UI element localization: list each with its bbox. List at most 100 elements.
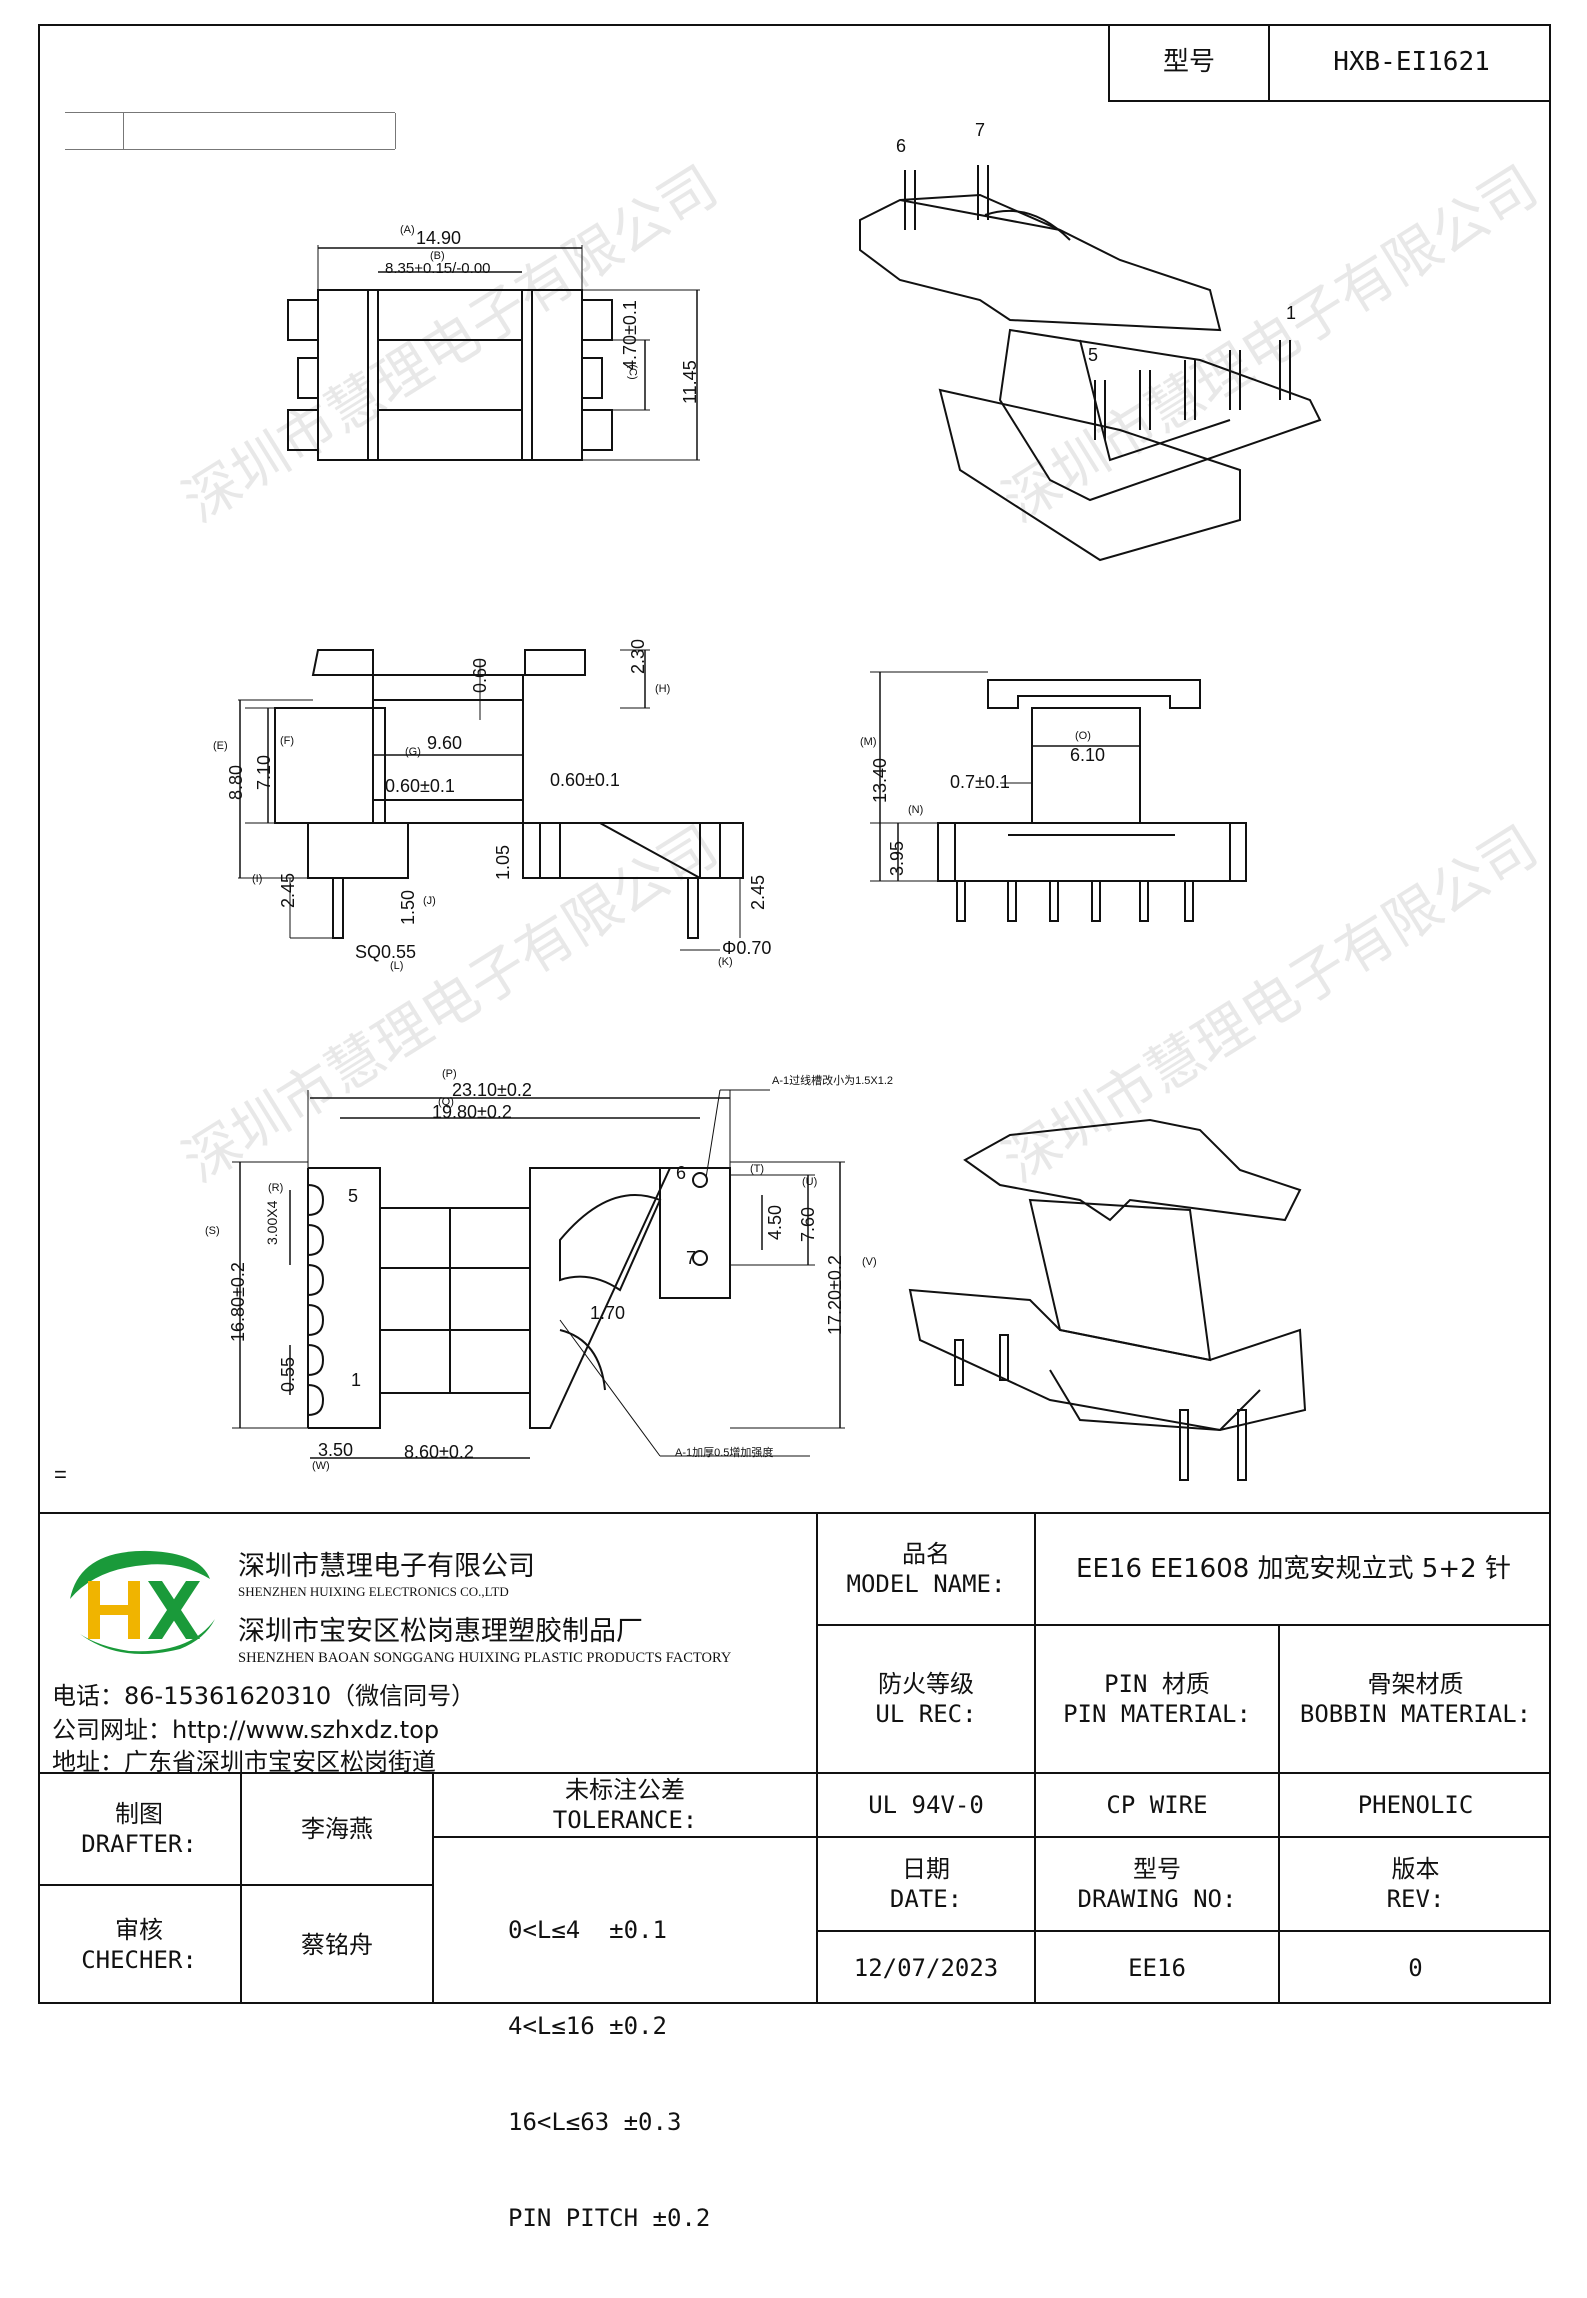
dim-q-tag: (Q) (438, 1096, 454, 1108)
dim-w-tag: (W) (312, 1460, 330, 1472)
dim-1680: 16.80±0.2 (228, 1262, 248, 1342)
drawing-no-label: 型号 DRAWING NO: (1036, 1838, 1278, 1930)
dim-e-tag: (E) (213, 740, 228, 752)
dim-phi: Φ0.70 (722, 938, 772, 958)
drafter-name: 李海燕 (301, 1815, 373, 1843)
dim-2310: 23.10±0.2 (452, 1080, 532, 1100)
dim-105: 1.05 (493, 844, 513, 880)
mark-eq: = (54, 1462, 67, 1487)
tolerance-label: 未标注公差 TOLERANCE: (434, 1774, 816, 1836)
tolerance-table: 0<L≤4 ±0.1 4<L≤16 ±0.2 16<L≤63 ±0.3 PIN … (508, 1850, 808, 2298)
tolerance-line: 0<L≤4 ±0.1 (508, 1916, 667, 1944)
header-model-label: 型号 (1110, 24, 1270, 100)
drawing-no-label-cn: 型号 (1133, 1855, 1181, 1883)
company-name-en: SHENZHEN HUIXING ELECTRONICS CO.,LTD (238, 1584, 509, 1599)
pin-material-label: PIN 材质 PIN MATERIAL: (1036, 1626, 1278, 1772)
dim-350: 3.50 (318, 1440, 354, 1460)
drafter-label-cn: 制图 (115, 1800, 163, 1828)
dim-sq: SQ0.55 (355, 942, 417, 962)
dim-150: 1.50 (398, 889, 418, 925)
dim-m-tag: (M) (860, 736, 877, 748)
technical-drawing (232, 165, 1322, 1481)
dim-v-tag: (V) (862, 1256, 877, 1268)
header-model-box: 型号 HXB-EI1621 (1108, 24, 1551, 102)
rev-label-en: REV: (1386, 1885, 1445, 1913)
dim-l-tag: (L) (390, 960, 404, 972)
checker-label-cn: 审核 (115, 1916, 163, 1944)
dim-170: 1.70 (590, 1303, 626, 1323)
bottom-pin-1: 1 (351, 1370, 362, 1390)
dim-07: 0.7±0.1 (950, 772, 1010, 792)
dim-245b: 2.45 (748, 874, 768, 910)
dim-060: 0.60 (470, 657, 490, 693)
checker-name: 蔡铭舟 (301, 1931, 373, 1959)
header-model-value: HXB-EI1621 (1333, 46, 1490, 77)
dim-total-value: 11.45 (680, 360, 700, 404)
dim-r-tag: (R) (268, 1182, 284, 1194)
dim-k-tag: (K) (718, 956, 733, 968)
iso-pin-6: 6 (896, 136, 907, 156)
bottom-pin-6: 6 (676, 1163, 687, 1183)
dim-j-tag: (J) (423, 895, 436, 907)
factory-name-cn: 深圳市宝安区松岗惠理塑胶制品厂 (238, 1616, 643, 1647)
dim-1720: 17.20±0.2 (825, 1255, 845, 1335)
dim-860: 8.60±0.2 (404, 1442, 474, 1462)
dim-n-tag: (N) (908, 804, 924, 816)
model-name-label-en: MODEL NAME: (846, 1570, 1006, 1598)
dim-g-tag: (G) (405, 746, 421, 758)
bottom-pin-7: 7 (686, 1248, 697, 1268)
pin-material-label-cn: PIN 材质 (1104, 1670, 1210, 1698)
ul-rec-label: 防火等级 UL REC: (818, 1626, 1034, 1772)
title-block: 深圳市慧理电子有限公司 SHENZHEN HUIXING ELECTRONICS… (38, 1512, 1551, 2232)
dim-760: 7.60 (798, 1206, 818, 1242)
factory-name-en: SHENZHEN BAOAN SONGGANG HUIXING PLASTIC … (238, 1650, 732, 1666)
company-name-cn: 深圳市慧理电子有限公司 (238, 1551, 535, 1582)
model-name-label: 品名 MODEL NAME: (818, 1514, 1034, 1624)
bobbin-material-value: PHENOLIC (1357, 1791, 1474, 1819)
dim-395: 3.95 (887, 840, 907, 876)
dim-i-tag: (I) (252, 873, 263, 885)
drafter-label: 制图 DRAFTER: (38, 1774, 240, 1884)
dim-u-tag: (U) (802, 1176, 818, 1188)
dim-s-tag: (S) (205, 1225, 220, 1237)
rev-value: 0 (1408, 1954, 1423, 1982)
dim-a-tag: (A) (400, 224, 415, 236)
checker-label: 审核 CHECHER: (38, 1886, 240, 2004)
dim-o-tag: (O) (1075, 730, 1091, 742)
dim-245a: 2.45 (278, 872, 298, 908)
dim-450: 4.50 (765, 1204, 785, 1240)
pin-material-label-en: PIN MATERIAL: (1063, 1700, 1251, 1728)
dim-880: 8.80 (226, 764, 246, 800)
pin-material-value: CP WIRE (1106, 1791, 1208, 1819)
model-name-label-cn: 品名 (902, 1540, 950, 1568)
drawing-no-value: EE16 (1128, 1954, 1186, 1982)
top-view-body (317, 289, 583, 461)
ul-rec-value: UL 94V-0 (868, 1791, 984, 1819)
dim-060b: 0.60±0.1 (550, 770, 620, 790)
bobbin-material-label-en: BOBBIN MATERIAL: (1299, 1700, 1532, 1728)
ul-rec-label-en: UL REC: (875, 1700, 977, 1728)
dim-f-tag: (F) (280, 735, 295, 747)
date-value: 12/07/2023 (853, 1954, 999, 1982)
note-thicken: A-1加厚0.5增加强度 (675, 1447, 774, 1459)
date-label-cn: 日期 (902, 1855, 950, 1883)
drawing-no-label-en: DRAWING NO: (1077, 1885, 1237, 1913)
date-label: 日期 DATE: (818, 1838, 1034, 1930)
tolerance-line: PIN PITCH ±0.2 (508, 2204, 711, 2232)
dim-300: 3.00X4 (264, 1200, 280, 1245)
drafter-label-en: DRAFTER: (81, 1830, 197, 1858)
dim-710: 7.10 (254, 754, 274, 790)
dim-1340: 13.40 (870, 757, 890, 803)
dim-230: 2.30 (628, 638, 648, 674)
note-slot: A-1过线槽改小为1.5X1.2 (772, 1075, 894, 1087)
dim-c-value: 4.70±0.1 (620, 300, 640, 370)
tolerance-line: 16<L≤63 ±0.3 (508, 2108, 682, 2136)
dim-t-tag: (T) (750, 1163, 765, 1175)
rev-label: 版本 REV: (1280, 1838, 1551, 1930)
logo-icon (70, 1550, 215, 1654)
iso-pin-1: 1 (1286, 303, 1297, 323)
checker-label-en: CHECHER: (81, 1946, 197, 1974)
model-name-value: EE16 EE1608 加宽安规立式 5+2 针 (1076, 1553, 1511, 1584)
faded-fragment (65, 112, 396, 150)
dim-p-tag: (P) (442, 1068, 457, 1080)
